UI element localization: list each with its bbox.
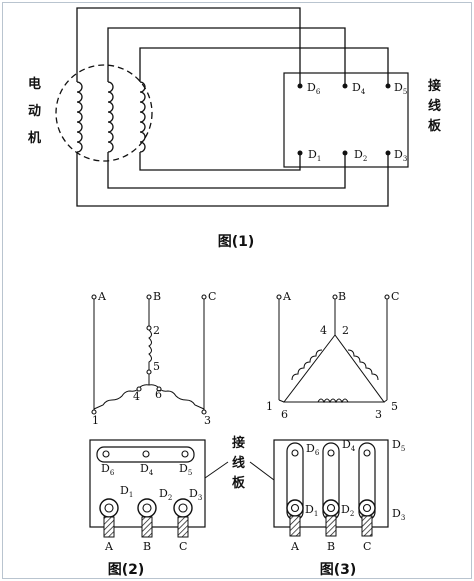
delta-num-4: 4 xyxy=(320,324,327,337)
motor-coil-1 xyxy=(76,81,83,153)
delta-line-c: C xyxy=(391,290,399,303)
star-num-5: 5 xyxy=(153,360,160,373)
board2-top-d5: D5 xyxy=(179,462,192,477)
board3-bot-d2: D2 xyxy=(341,503,354,518)
figure-2-caption: 图(2) xyxy=(108,562,145,578)
terminal-d2-dot xyxy=(342,150,348,156)
shared-board-char-3: 板 xyxy=(232,475,246,491)
wire-coil1-bottom xyxy=(76,152,389,207)
delta-line-b: B xyxy=(338,290,346,303)
delta-connection: A B C 4 2 1 6 3 5 xyxy=(266,290,399,421)
board2-top-d6: D6 xyxy=(101,462,115,477)
board3-phase-c: C xyxy=(363,540,371,553)
board3-top-d6: D6 xyxy=(306,442,320,457)
shared-board-char-1: 接 xyxy=(232,435,245,451)
board3-bot-d3: D3 xyxy=(392,507,405,522)
board2-phase-b: B xyxy=(143,540,151,553)
star-num-3: 3 xyxy=(204,414,211,427)
figure-1: D6 D4 D5 D1 D2 D3 电 动 机 接 线 板 图(1) xyxy=(28,7,442,250)
terminal-board xyxy=(283,72,409,168)
terminal-d3-dot xyxy=(385,150,391,156)
figure-3-caption: 图(3) xyxy=(320,562,357,578)
terminal-label-d2: D2 xyxy=(354,148,367,163)
star-line-a: A xyxy=(97,290,107,303)
board-figure-3: D6 D4 D5 D1 D2 D3 A B C 图(3) xyxy=(273,438,405,578)
delta-num-1: 1 xyxy=(266,400,273,413)
star-num-4: 4 xyxy=(133,390,140,403)
motor-outline xyxy=(55,64,153,162)
terminal-label-d6: D6 xyxy=(307,81,321,96)
terminal-label-d4: D4 xyxy=(352,81,366,96)
motor-coil-2 xyxy=(107,81,114,153)
shared-board-char-2: 线 xyxy=(232,455,245,471)
delta-num-3: 3 xyxy=(375,408,382,421)
board3-bot-d1: D1 xyxy=(305,503,318,518)
wire-coil1-top xyxy=(76,7,301,82)
star-line-c: C xyxy=(208,290,216,303)
wire-coil2-bottom xyxy=(107,152,346,189)
board-label-char-1: 接 xyxy=(428,78,441,94)
star-line-b: B xyxy=(153,290,161,303)
board2-phase-a: A xyxy=(104,540,114,553)
terminal-label-d3: D3 xyxy=(394,148,407,163)
star-num-2: 2 xyxy=(153,324,160,337)
board3-phase-b: B xyxy=(327,540,335,553)
terminal-label-d1: D1 xyxy=(308,148,321,163)
board3-top-d5: D5 xyxy=(392,438,405,453)
star-connection: A B C 2 5 4 6 1 3 xyxy=(91,290,216,427)
board-label-char-2: 线 xyxy=(428,98,441,114)
board2-bot-d1: D1 xyxy=(120,484,133,499)
star-num-1: 1 xyxy=(92,414,99,427)
figure-1-caption: 图(1) xyxy=(218,234,255,250)
terminal-label-d5: D5 xyxy=(394,81,407,96)
board3-phase-a: A xyxy=(290,540,300,553)
terminal-d1-dot xyxy=(297,150,303,156)
shared-board-label: 接 线 板 xyxy=(204,435,275,491)
wire-coil2-top xyxy=(107,27,346,82)
delta-num-2: 2 xyxy=(342,324,349,337)
wire-coil3-top xyxy=(139,47,389,82)
delta-num-6: 6 xyxy=(281,408,288,421)
board2-bot-d3: D3 xyxy=(189,487,202,502)
motor-label-char-2: 动 xyxy=(28,104,41,119)
board2-bot-d2: D2 xyxy=(159,487,172,502)
board2-phase-c: C xyxy=(179,540,187,553)
motor-label-char-1: 电 xyxy=(28,76,41,92)
board3-top-d4: D4 xyxy=(342,438,356,453)
star-num-6: 6 xyxy=(155,388,162,401)
motor-label-char-3: 机 xyxy=(28,130,41,146)
board-figure-2: D6 D4 D5 D1 D2 D3 A B C 图(2) xyxy=(89,439,206,578)
delta-num-5: 5 xyxy=(391,400,398,413)
board2-top-d4: D4 xyxy=(140,462,154,477)
board-label-char-3: 板 xyxy=(428,118,442,134)
delta-line-a: A xyxy=(282,290,292,303)
wire-coil3-bottom xyxy=(139,152,301,171)
motor-coil-3 xyxy=(139,81,146,153)
